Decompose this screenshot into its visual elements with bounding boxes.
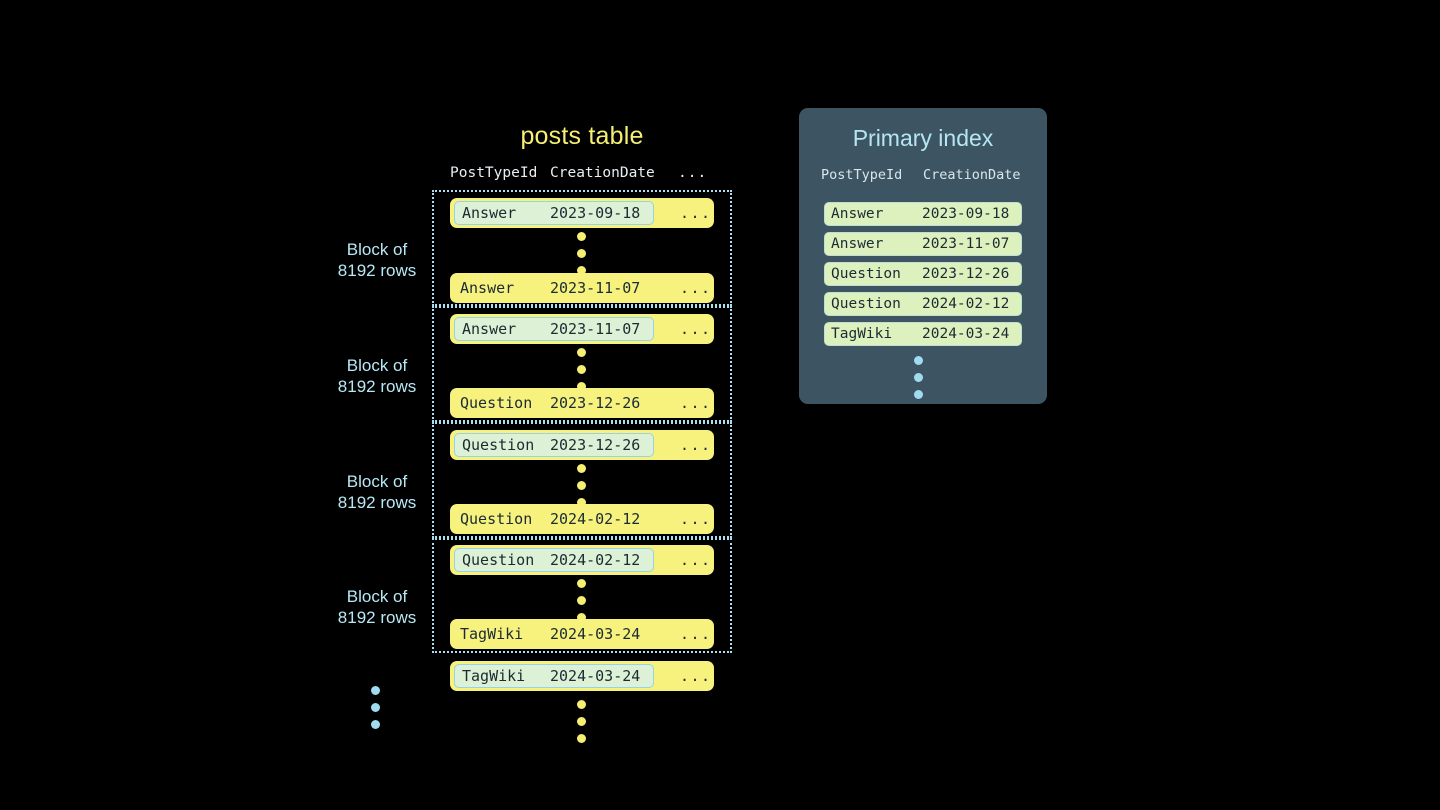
table-row: Question 2023-12-26 ...: [450, 430, 714, 460]
row-cell-posttypeid: Question: [462, 436, 535, 454]
posts-table-column-headers: PostTypeId CreationDate ...: [432, 165, 732, 187]
row-cell-more: ...: [680, 279, 712, 297]
row-cell-posttypeid: Question: [460, 394, 533, 412]
row-cell-more: ...: [680, 510, 712, 528]
row-cell-more: ...: [680, 320, 712, 338]
block-2-label-line1: Block of: [346, 356, 408, 375]
primary-index-column-headers: PostTypeId CreationDate: [799, 167, 1047, 187]
posts-table-title: posts table: [520, 122, 644, 150]
row-cell-creationdate: 2023-09-18: [550, 204, 641, 222]
block-3-label-line2: 8192 rows: [337, 493, 417, 512]
block-4-label: Block of 8192 rows: [302, 586, 452, 628]
block-1-label: Block of 8192 rows: [302, 239, 452, 281]
row-cell-posttypeid: Question: [460, 510, 533, 528]
block-1-label-line2: 8192 rows: [337, 261, 417, 280]
index-cell-creationdate: 2023-09-18: [922, 206, 1010, 222]
block-1-label-line1: Block of: [346, 240, 408, 259]
row-cell-posttypeid: Answer: [460, 279, 515, 297]
row-cell-creationdate: 2024-02-12: [550, 551, 641, 569]
row-cell-more: ...: [680, 394, 712, 412]
vertical-ellipsis-icon: [577, 348, 587, 391]
table-row-trailing: TagWiki 2024-03-24 ...: [450, 661, 714, 691]
row-cell-posttypeid: Answer: [462, 320, 517, 338]
row-highlight-box: [454, 201, 654, 225]
table-row: Question 2023-12-26 ...: [450, 388, 714, 418]
index-column-header-posttypeid: PostTypeId: [821, 167, 903, 183]
row-highlight-box: [454, 664, 654, 688]
block-4: [432, 538, 732, 653]
row-highlight-box: [454, 317, 654, 341]
index-row: Answer 2023-09-18: [824, 202, 1022, 226]
column-header-more: ...: [678, 165, 708, 181]
block-2-label-line2: 8192 rows: [337, 377, 417, 396]
index-cell-posttypeid: Question: [831, 296, 901, 312]
block-3: [432, 422, 732, 538]
blocks-trailing-ellipsis-icon: [371, 686, 381, 729]
primary-index-panel: Primary index PostTypeId CreationDate An…: [799, 108, 1047, 404]
table-row: Question 2024-02-12 ...: [450, 545, 714, 575]
row-cell-creationdate: 2023-12-26: [550, 436, 641, 454]
row-cell-creationdate: 2024-03-24: [550, 625, 641, 643]
column-header-posttypeid: PostTypeId: [450, 165, 538, 181]
index-row: Question 2023-12-26: [824, 262, 1022, 286]
block-1: [432, 190, 732, 306]
row-cell-more: ...: [680, 667, 712, 685]
index-cell-posttypeid: Answer: [831, 206, 884, 222]
row-cell-creationdate: 2024-02-12: [550, 510, 641, 528]
row-cell-posttypeid: Question: [462, 551, 535, 569]
index-column-header-creationdate: CreationDate: [923, 167, 1021, 183]
table-row: Answer 2023-09-18 ...: [450, 198, 714, 228]
row-cell-creationdate: 2023-11-07: [550, 320, 641, 338]
index-trailing-ellipsis-icon: [914, 356, 924, 399]
index-row: TagWiki 2024-03-24: [824, 322, 1022, 346]
vertical-ellipsis-icon: [577, 464, 587, 507]
row-highlight-box: [454, 548, 654, 572]
vertical-ellipsis-icon: [577, 579, 587, 622]
row-cell-more: ...: [680, 204, 712, 222]
block-4-label-line1: Block of: [346, 587, 408, 606]
row-cell-more: ...: [680, 436, 712, 454]
row-cell-more: ...: [680, 551, 712, 569]
table-row: Question 2024-02-12 ...: [450, 504, 714, 534]
index-cell-creationdate: 2024-03-24: [922, 326, 1010, 342]
block-3-label: Block of 8192 rows: [302, 471, 452, 513]
table-trailing-ellipsis-icon: [577, 700, 587, 743]
index-cell-creationdate: 2024-02-12: [922, 296, 1010, 312]
table-row: Answer 2023-11-07 ...: [450, 314, 714, 344]
column-header-creationdate: CreationDate: [550, 165, 655, 181]
block-3-label-line1: Block of: [346, 472, 408, 491]
row-cell-creationdate: 2023-12-26: [550, 394, 641, 412]
row-cell-creationdate: 2024-03-24: [550, 667, 641, 685]
index-cell-posttypeid: TagWiki: [831, 326, 893, 342]
row-cell-creationdate: 2023-11-07: [550, 279, 641, 297]
vertical-ellipsis-icon: [577, 232, 587, 275]
index-row: Question 2024-02-12: [824, 292, 1022, 316]
primary-index-title: Primary index: [852, 125, 994, 151]
row-cell-posttypeid: Answer: [462, 204, 517, 222]
row-cell-posttypeid: TagWiki: [462, 667, 526, 685]
index-cell-creationdate: 2023-12-26: [922, 266, 1010, 282]
row-cell-posttypeid: TagWiki: [460, 625, 524, 643]
index-cell-posttypeid: Question: [831, 266, 901, 282]
row-cell-more: ...: [680, 625, 712, 643]
index-row: Answer 2023-11-07: [824, 232, 1022, 256]
index-cell-posttypeid: Answer: [831, 236, 884, 252]
block-2-label: Block of 8192 rows: [302, 355, 452, 397]
table-row: Answer 2023-11-07 ...: [450, 273, 714, 303]
index-cell-creationdate: 2023-11-07: [922, 236, 1010, 252]
row-highlight-box: [454, 433, 654, 457]
block-4-label-line2: 8192 rows: [337, 608, 417, 627]
block-2: [432, 306, 732, 422]
table-row: TagWiki 2024-03-24 ...: [450, 619, 714, 649]
